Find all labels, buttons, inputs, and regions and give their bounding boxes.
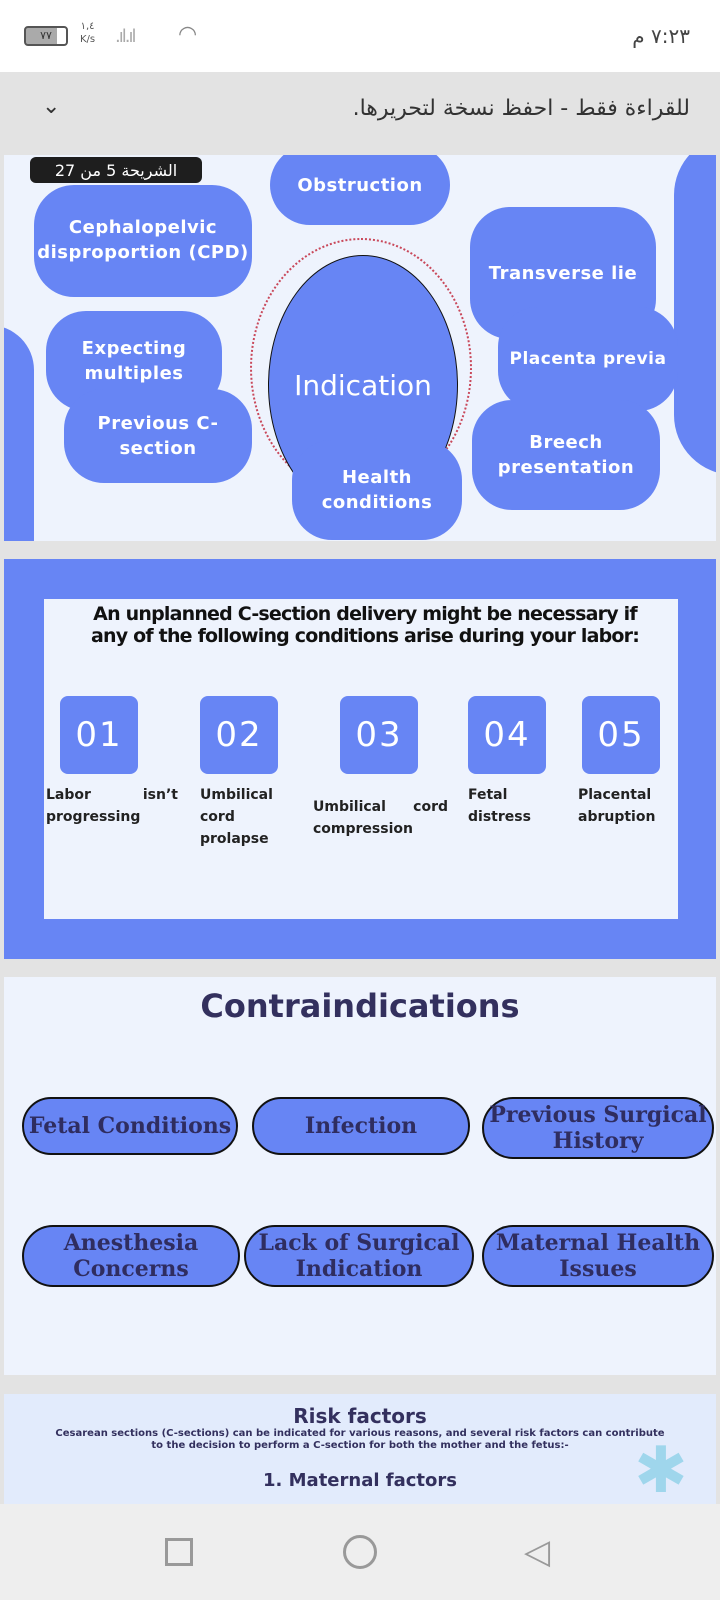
condition-label: Fetal distress: [468, 787, 531, 825]
bubble-breech: Breech presentation: [472, 400, 660, 510]
contraindication-pill: Fetal Conditions: [22, 1097, 238, 1155]
decor-shape: [674, 155, 716, 475]
decor-shape: [4, 325, 34, 541]
number-box: 01: [60, 696, 138, 774]
nav-bar: ◁: [0, 1504, 720, 1600]
slide4-title: Risk factors: [293, 1404, 427, 1428]
recents-button[interactable]: [165, 1538, 193, 1566]
clock: ٧:٢٣ م: [632, 24, 690, 48]
home-button[interactable]: [343, 1535, 377, 1569]
contraindication-pill: Infection: [252, 1097, 470, 1155]
number-box: 05: [582, 696, 660, 774]
number-box: 03: [340, 696, 418, 774]
signal-icon: .ıl.ıl: [115, 26, 137, 47]
number-box: 04: [468, 696, 546, 774]
bubble-health-conditions: Health conditions: [292, 440, 462, 540]
condition-label: Umbilical cord compression: [313, 799, 448, 837]
slide2-title: An unplanned C-section delivery might be…: [90, 603, 640, 647]
bubble-previous-c-section: Previous C-section: [64, 389, 252, 483]
slide4-subheading: 1. Maternal factors: [263, 1470, 457, 1491]
back-button[interactable]: ◁: [524, 1532, 551, 1572]
contraindication-pill: Anesthesia Concerns: [22, 1225, 240, 1287]
number-box: 02: [200, 696, 278, 774]
slide-contraindications[interactable]: Contraindications: [4, 977, 716, 1375]
banner-text: للقراءة فقط - احفظ نسخة لتحريرها.: [352, 96, 690, 121]
contraindication-pill: Lack of Surgical Indication: [244, 1225, 474, 1287]
contraindication-pill: Maternal Health Issues: [482, 1225, 714, 1287]
slide-risk-factors[interactable]: Risk factors Cesarean sections (C-sectio…: [4, 1394, 716, 1504]
condition-label: Umbilical cord prolapse: [200, 787, 273, 847]
slide-counter-toast: الشريحة 5 من 27: [30, 157, 202, 183]
slide-indication[interactable]: Indication Cephalopelvic disproportion (…: [4, 155, 716, 541]
bubble-obstruction: Obstruction: [270, 155, 450, 225]
asterisk-decor-icon: ✱: [634, 1434, 688, 1504]
bubble-placenta-previa: Placenta previa: [498, 307, 678, 411]
condition-label: Labor isn’t progressing: [46, 787, 178, 825]
contraindication-pill: Previous Surgical History: [482, 1097, 714, 1159]
slide3-title: Contraindications: [200, 987, 520, 1025]
net-speed-value: ١,٤: [80, 21, 95, 32]
slide4-intro: Cesarean sections (C-sections) can be in…: [55, 1428, 665, 1451]
read-only-banner: ⌄ للقراءة فقط - احفظ نسخة لتحريرها.: [0, 72, 720, 154]
battery-icon: ٧٧: [24, 26, 68, 46]
collapse-chevron-icon[interactable]: ⌄: [42, 94, 61, 119]
center-label: Indication: [294, 368, 432, 402]
bubble-cpd: Cephalopelvic disproportion (CPD): [34, 185, 252, 297]
wifi-icon: ◠: [178, 22, 198, 47]
battery-level: ٧٧: [40, 29, 52, 42]
condition-label: Placental abruption: [578, 787, 656, 825]
net-speed-unit: K/s: [80, 34, 96, 45]
